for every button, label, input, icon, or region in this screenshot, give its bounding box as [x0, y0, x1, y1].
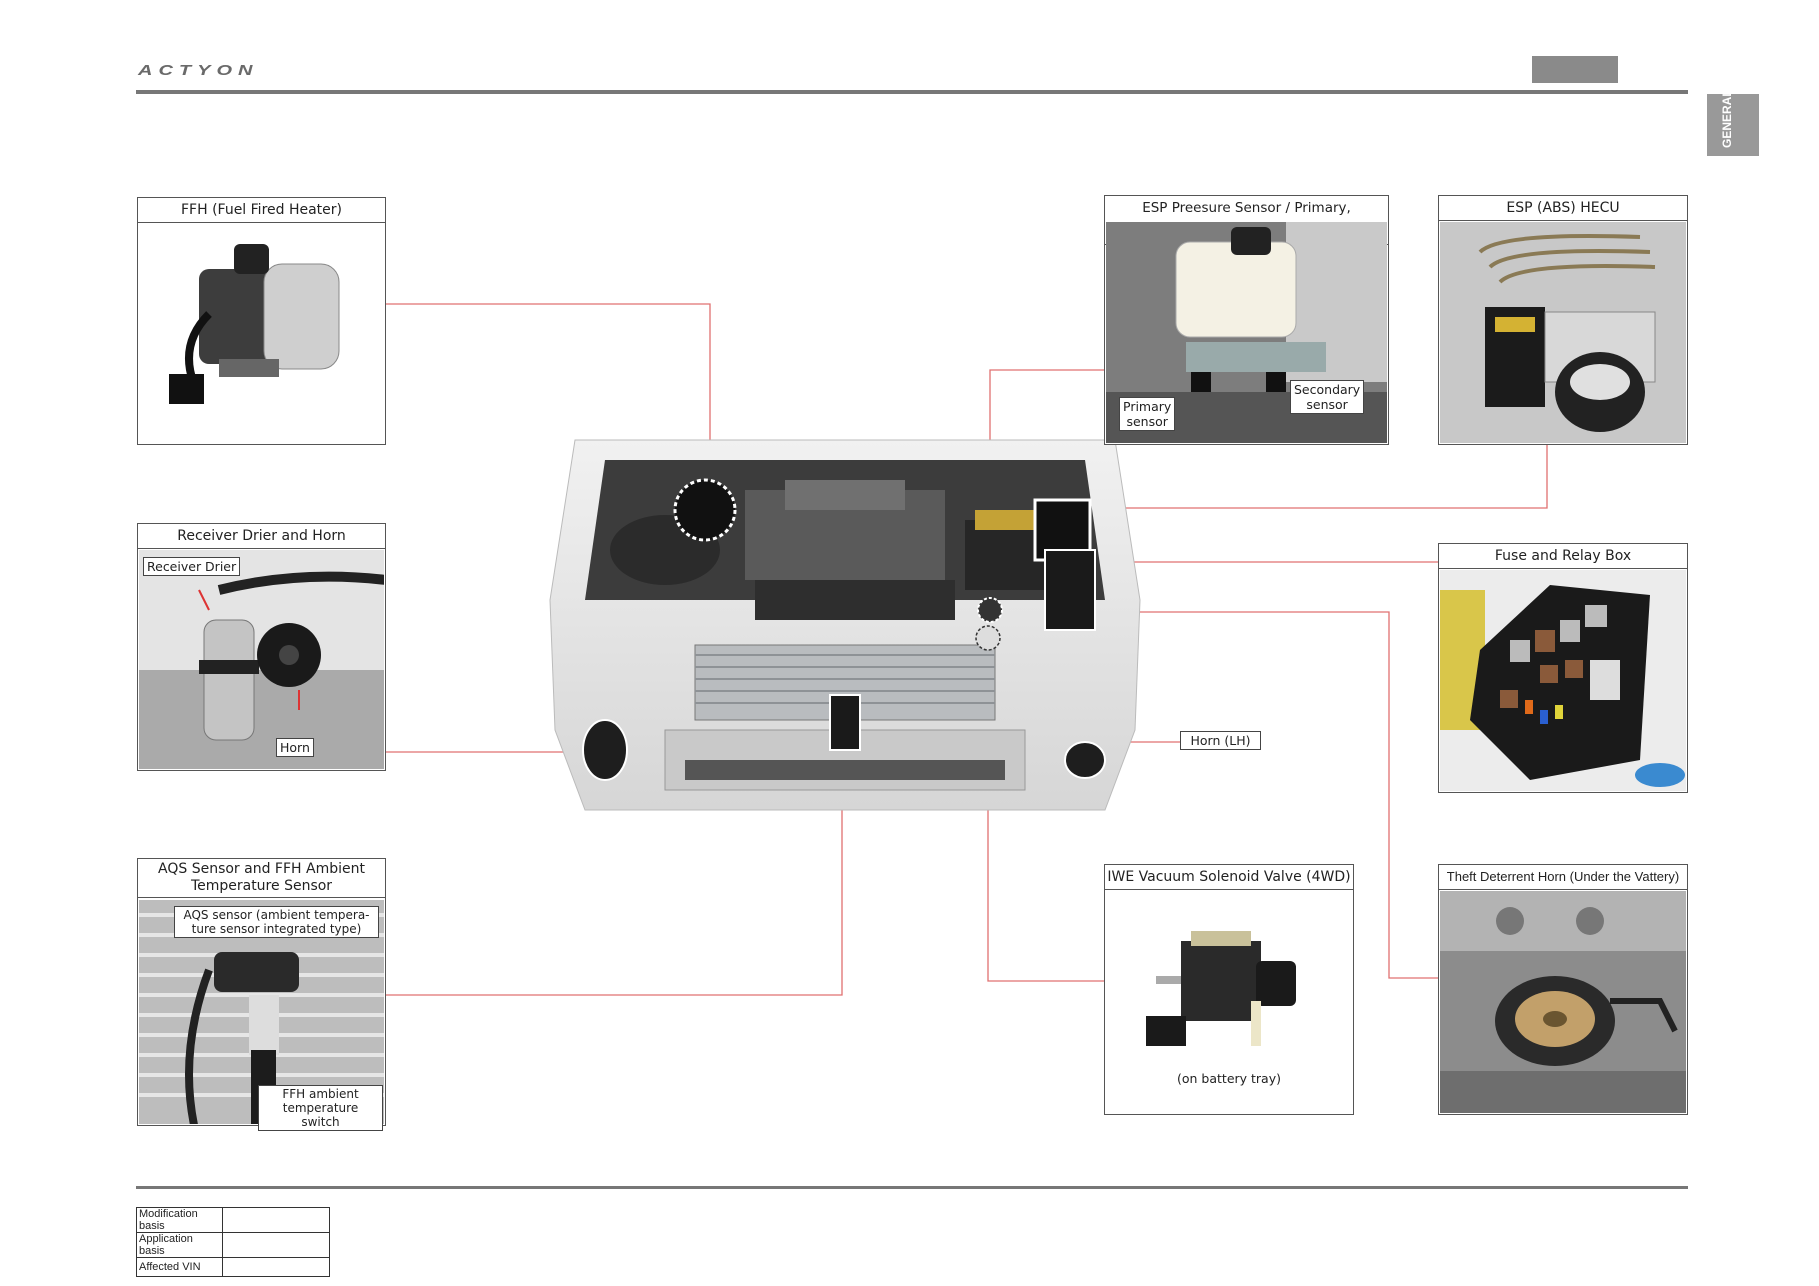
leader-ffh [386, 303, 711, 485]
header-rule [136, 90, 1688, 94]
header-tab [1532, 56, 1618, 83]
theft-horn-title: Theft Deterrent Horn (Under the Vattery) [1439, 865, 1687, 890]
theft-horn-panel: Theft Deterrent Horn (Under the Vattery) [1438, 864, 1688, 1115]
primary-sensor-label: Primary sensor [1119, 397, 1176, 431]
table-row: Application basis [136, 1232, 330, 1258]
iwe-photo [1106, 891, 1352, 1113]
table-value [222, 1207, 330, 1233]
fuse-box-photo [1440, 570, 1686, 791]
engine-bay-photo [545, 430, 1145, 840]
primary-line1: Primary [1123, 399, 1172, 414]
ffh-photo [139, 224, 384, 443]
iwe-caption: (on battery tray) [1177, 1071, 1281, 1086]
table-label: Affected VIN [136, 1257, 223, 1277]
horn-label: Horn [276, 738, 314, 757]
brand-logo: ACTYON [138, 62, 259, 79]
ffh-ambient-line1: FFH ambient [282, 1087, 359, 1101]
receiver-drier-label: Receiver Drier [143, 557, 241, 576]
aqs-label-line2: ture sensor integrated type) [191, 922, 362, 936]
table-label: Modification basis [136, 1207, 223, 1233]
ffh-panel: FFH (Fuel Fired Heater) [137, 197, 386, 445]
table-row: Modification basis [136, 1207, 330, 1233]
ffh-title: FFH (Fuel Fired Heater) [138, 198, 385, 223]
fuse-box-title: Fuse and Relay Box [1439, 544, 1687, 569]
table-value [222, 1232, 330, 1258]
secondary-line2: sensor [1306, 397, 1348, 412]
aqs-title: AQS Sensor and FFH Ambient Temperature S… [138, 859, 385, 898]
aqs-panel: AQS Sensor and FFH Ambient Temperature S… [137, 858, 386, 1131]
aqs-label-line1: AQS sensor (ambient tempera- [183, 908, 370, 922]
esp-sensor-panel: ESP Preesure Sensor / Primary, Secondary… [1104, 195, 1389, 445]
esp-hecu-title: ESP (ABS) HECU [1439, 196, 1687, 221]
aqs-sensor-label: AQS sensor (ambient tempera- ture sensor… [174, 906, 379, 938]
table-value [222, 1257, 330, 1277]
section-tab[interactable]: GENERAL [1707, 89, 1759, 156]
iwe-panel: IWE Vacuum Solenoid Valve (4WD) (on batt… [1104, 864, 1354, 1115]
ffh-ambient-line2: temperature switch [282, 1101, 359, 1129]
aqs-title-line2: Temperature Sensor [190, 878, 333, 894]
receiver-photo [139, 550, 384, 769]
table-label: Application basis [136, 1232, 223, 1258]
esp-hecu-photo [1440, 222, 1686, 443]
leader-aqs [386, 725, 843, 996]
receiver-panel: Receiver Drier and Horn Receiver Drier H… [137, 523, 386, 771]
primary-line2: sensor [1126, 414, 1168, 429]
leader-theft [980, 611, 1438, 979]
ffh-ambient-label: FFH ambient temperature switch [258, 1085, 383, 1131]
aqs-title-line1: AQS Sensor and FFH Ambient [158, 861, 365, 877]
fuse-box-panel: Fuse and Relay Box [1438, 543, 1688, 793]
receiver-title: Receiver Drier and Horn [138, 524, 385, 549]
iwe-title: IWE Vacuum Solenoid Valve (4WD) [1105, 865, 1353, 890]
modification-table: Modification basis Application basis Aff… [136, 1207, 330, 1277]
secondary-line1: Secondary [1294, 382, 1361, 397]
secondary-sensor-label: Secondary sensor [1290, 380, 1365, 414]
horn-lh-label: Horn (LH) [1180, 731, 1261, 750]
esp-hecu-panel: ESP (ABS) HECU [1438, 195, 1688, 445]
table-row: Affected VIN [136, 1257, 330, 1277]
footer-rule [136, 1186, 1688, 1189]
theft-horn-photo [1440, 891, 1686, 1113]
leader-hecu [1066, 444, 1548, 509]
